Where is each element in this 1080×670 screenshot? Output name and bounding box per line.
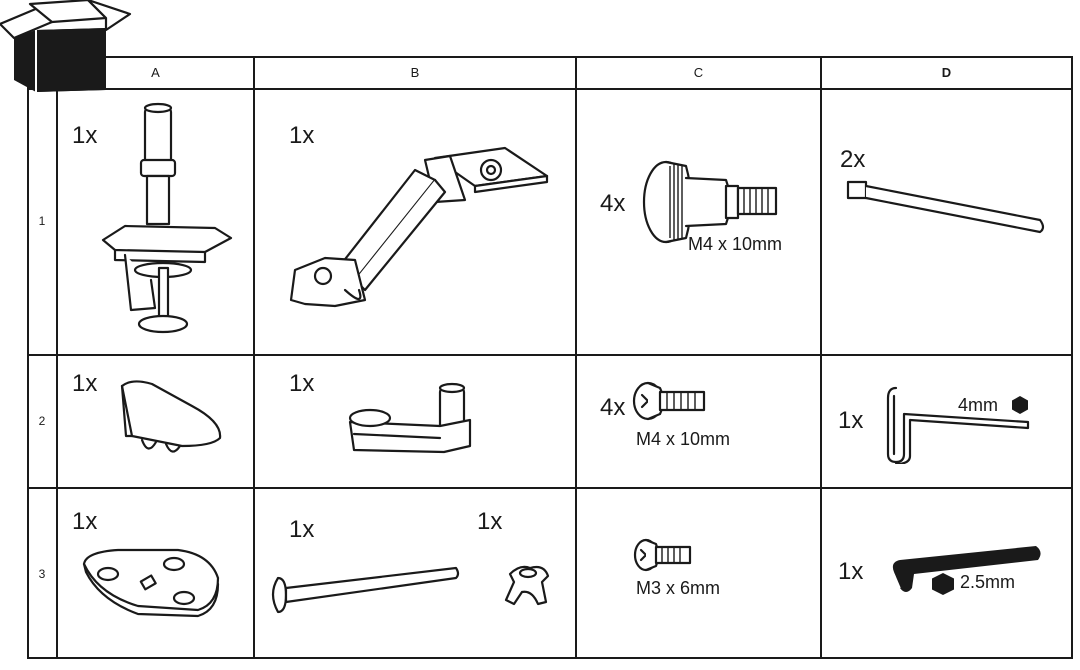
row-label-2: 2	[38, 414, 46, 428]
hex-4mm-icon	[1012, 396, 1028, 414]
qty-d3: 1x	[838, 558, 864, 585]
qty-c1: 4x	[600, 190, 626, 217]
thumb-screw-icon	[642, 160, 778, 244]
qty-a2: 1x	[72, 370, 98, 397]
wing-nut-icon	[504, 565, 550, 606]
column-header-c: C	[693, 65, 704, 80]
spec-d2: 4mm	[958, 395, 998, 415]
qty-b3: 1x	[289, 516, 315, 543]
spec-c2: M4 x 10mm	[636, 429, 731, 449]
row-label-1: 1	[38, 214, 46, 228]
bolt-icon	[271, 566, 460, 614]
cable-cover-icon	[120, 380, 222, 453]
phillips-screw-icon	[632, 381, 706, 421]
qty-b3-second: 1x	[477, 508, 503, 535]
monitor-arm-icon	[289, 146, 549, 308]
column-header-a: A	[151, 65, 160, 80]
allen-key-t-handle-icon	[886, 386, 1030, 464]
qty-d1: 2x	[840, 146, 866, 173]
desk-clamp-pole-icon	[101, 102, 233, 334]
extension-arm-icon	[348, 382, 472, 454]
qty-a3: 1x	[72, 508, 98, 535]
column-header-b: B	[410, 65, 420, 80]
row-label-3: 3	[38, 567, 46, 581]
small-phillips-screw-icon	[633, 538, 692, 572]
spec-d3: 2.5mm	[960, 572, 1016, 592]
qty-a1: 1x	[72, 122, 98, 149]
qty-d2: 1x	[838, 407, 864, 434]
hex-2-5mm-icon	[932, 573, 954, 595]
qty-c2: 4x	[600, 394, 626, 421]
base-plate-icon	[82, 548, 220, 618]
column-header-d: D	[941, 65, 952, 80]
cable-tie-icon	[846, 180, 1045, 234]
qty-b1: 1x	[289, 122, 315, 149]
spec-c3: M3 x 6mm	[636, 578, 721, 598]
allen-key-l-icon	[892, 546, 1041, 592]
spec-c1: M4 x 10mm	[688, 234, 783, 254]
qty-b2: 1x	[289, 370, 315, 397]
package-box-icon	[0, 0, 132, 92]
